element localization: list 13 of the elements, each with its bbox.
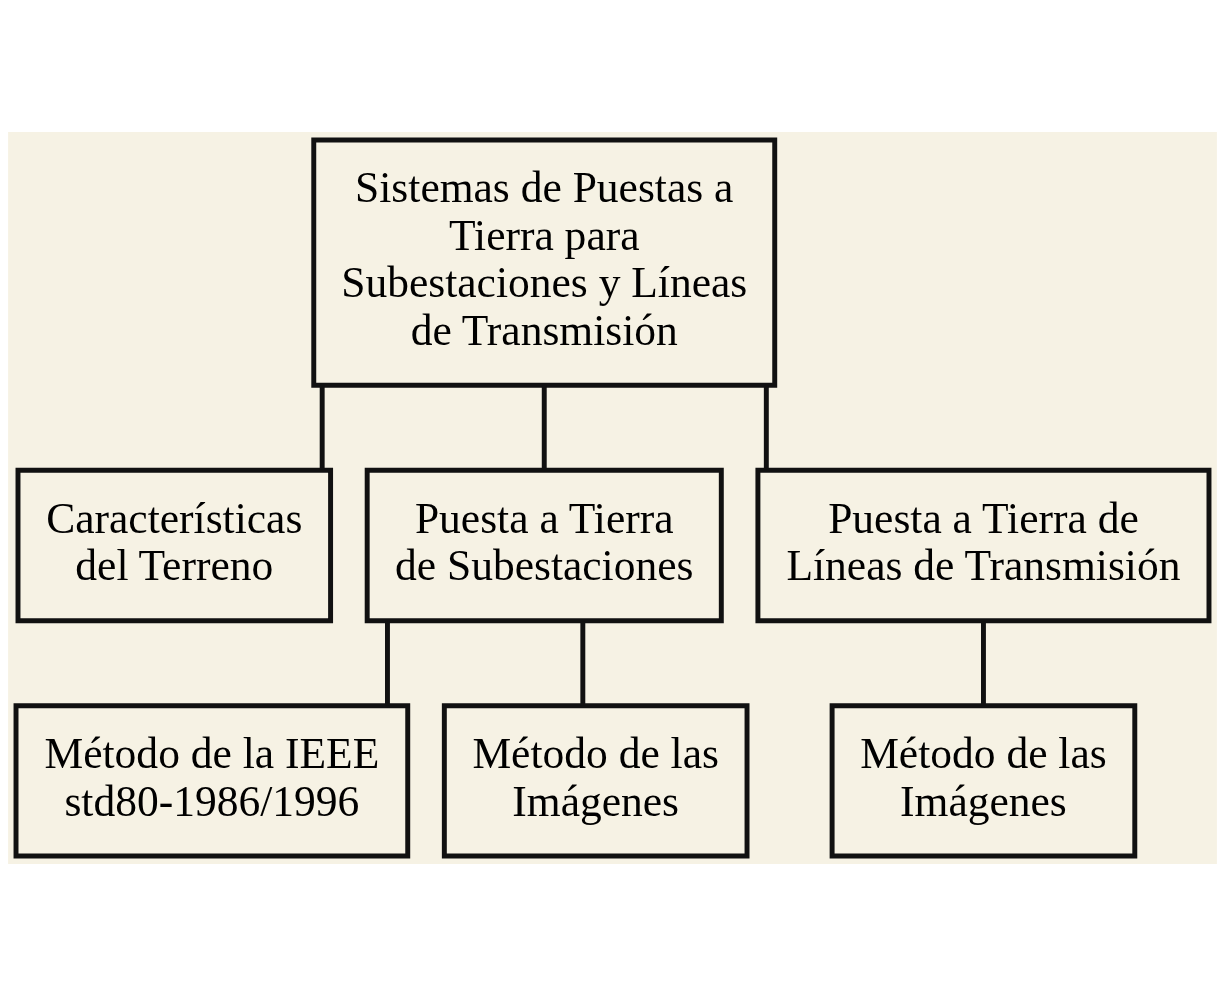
node-box: Sistemas de Puestas a Tierra para Subestaciones y Líneas de Transmisión: [311, 137, 778, 388]
node-box: Método de las Imágenes: [441, 703, 750, 859]
connector: [541, 385, 547, 470]
connector: [319, 385, 325, 470]
node-box: Método de las Imágenes: [829, 703, 1138, 859]
node-box: Puesta a Tierra de Subestaciones: [364, 467, 724, 624]
connector: [385, 621, 390, 706]
node-box: Características del Terreno: [15, 467, 334, 624]
node-box: Método de la IEEE std80-1986/1996: [13, 703, 411, 859]
connector: [580, 621, 586, 706]
connector: [763, 385, 769, 470]
connector: [980, 621, 986, 706]
node-box: Puesta a Tierra de Líneas de Transmisión: [755, 467, 1212, 624]
